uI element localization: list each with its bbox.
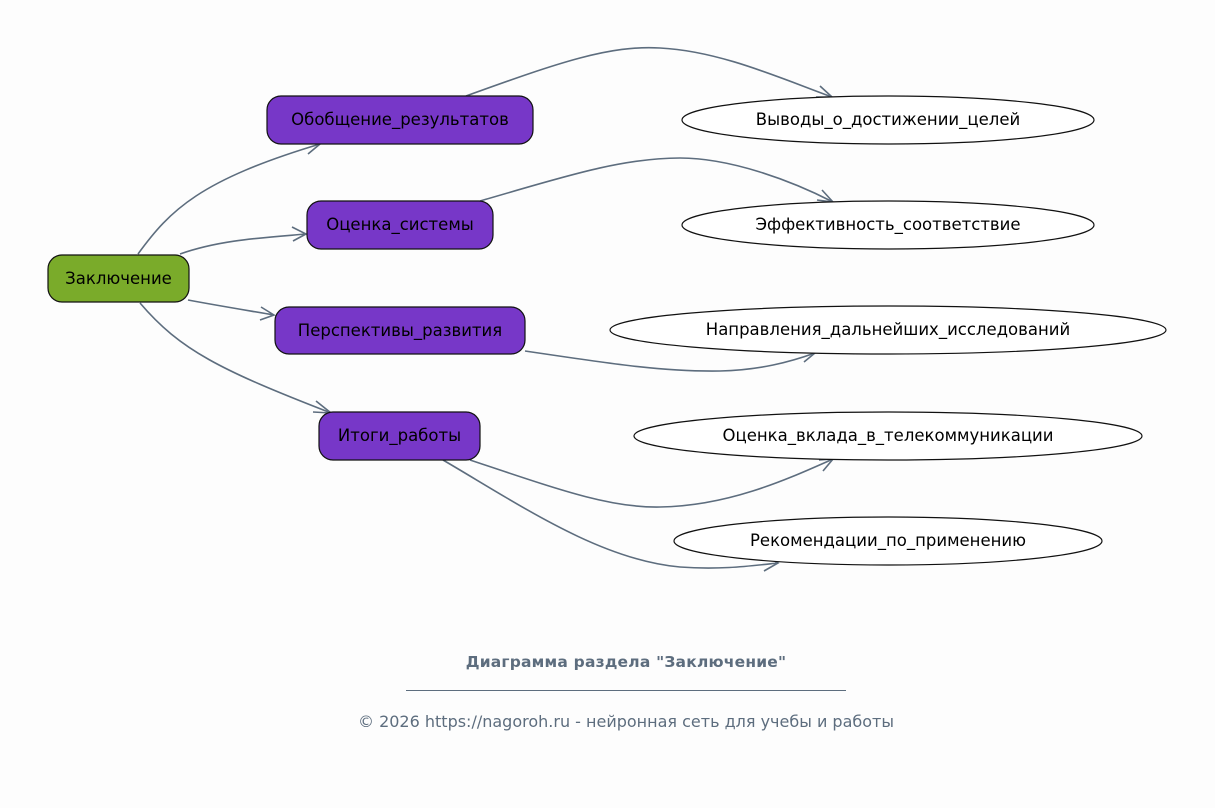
edge-b4-l4 <box>469 458 834 508</box>
edge-root-b4 <box>139 302 332 414</box>
leaf-node-rekomendatsii[interactable]: Рекомендации_по_применению <box>673 516 1103 566</box>
branch-node-box <box>266 95 534 145</box>
branch-node-box <box>318 411 481 461</box>
branch-node-label: Итоги_работы <box>338 426 461 446</box>
branch-node-label: Обобщение_результатов <box>291 110 509 130</box>
branch-node-itogi[interactable]: Итоги_работы <box>318 411 481 461</box>
root-node[interactable]: Заключение <box>47 254 190 303</box>
edge-root-b2 <box>179 233 307 255</box>
branch-node-perspektivy[interactable]: Перспективы_развития <box>274 306 526 355</box>
edge-b4-l5 <box>442 459 779 569</box>
leaf-node-ellipse <box>681 200 1095 250</box>
root-node-box <box>47 254 190 303</box>
mindmap-diagram: Заключение Обобщение_результатов Оценка_… <box>47 46 1167 572</box>
leaf-node-label: Оценка_вклада_в_телекоммуникации <box>722 426 1053 446</box>
leaf-node-label: Эффективность_соответствие <box>755 215 1020 235</box>
branch-node-obobshchenie[interactable]: Обобщение_результатов <box>266 95 534 145</box>
leaf-node-label: Выводы_о_достижении_целей <box>756 110 1020 130</box>
branch-node-otsenka-sistemy[interactable]: Оценка_системы <box>306 200 494 250</box>
root-node-label: Заключение <box>65 269 172 288</box>
edge-root-b3 <box>187 299 275 316</box>
arrowhead-icon <box>291 226 308 242</box>
leaf-node-ellipse <box>633 411 1143 461</box>
edge-root-b1 <box>137 143 321 255</box>
leaf-node-ellipse <box>609 305 1167 355</box>
branch-node-box <box>306 200 494 250</box>
edge-b2-l2 <box>479 157 834 203</box>
leaf-node-napravleniya[interactable]: Направления_дальнейших_исследований <box>609 305 1167 355</box>
edge-b1-l1 <box>465 46 833 98</box>
leaf-node-ellipse <box>673 516 1103 566</box>
diagram-caption-title: Диаграмма раздела "Заключение" <box>465 653 787 671</box>
arrowhead-icon <box>259 306 276 321</box>
edges <box>137 46 836 572</box>
leaf-node-label: Направления_дальнейших_исследований <box>706 320 1070 340</box>
branch-node-label: Перспективы_развития <box>298 321 502 341</box>
leaf-node-vyvody[interactable]: Выводы_о_достижении_целей <box>681 95 1095 145</box>
leaf-node-label: Рекомендации_по_применению <box>750 531 1026 551</box>
caption-divider <box>406 690 846 691</box>
branch-node-label: Оценка_системы <box>326 215 474 235</box>
leaf-node-otsenka-vklada[interactable]: Оценка_вклада_в_телекоммуникации <box>633 411 1143 461</box>
copyright-text: © 2026 https://nagoroh.ru - нейронная се… <box>357 712 894 731</box>
leaf-node-ellipse <box>681 95 1095 145</box>
leaf-node-effektivnost[interactable]: Эффективность_соответствие <box>681 200 1095 250</box>
branch-node-box <box>274 306 526 355</box>
edge-b3-l3 <box>524 350 816 372</box>
